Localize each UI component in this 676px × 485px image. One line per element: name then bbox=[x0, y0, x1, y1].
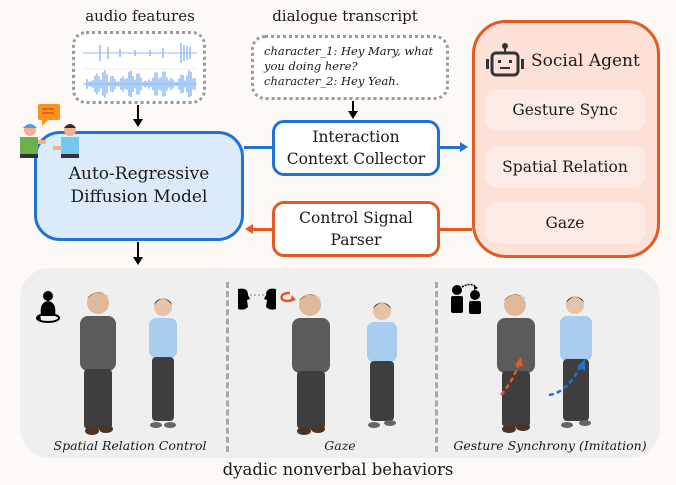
transcript-line: you doing here? bbox=[264, 59, 358, 73]
agent-item-gaze: Gaze bbox=[485, 202, 645, 244]
agent-item-spatial-relation: Spatial Relation bbox=[485, 146, 645, 188]
agent-item-gesture-sync: Gesture Sync bbox=[485, 89, 645, 131]
arrow-audio-to-model bbox=[137, 105, 139, 121]
social-agent-title: Social Agent bbox=[531, 51, 640, 71]
robot-icon bbox=[486, 43, 524, 77]
arrowhead bbox=[133, 257, 143, 265]
connector-agent-to-parser bbox=[440, 228, 472, 231]
arrow-model-to-behaviors bbox=[137, 242, 139, 258]
parser-line2: Parser bbox=[330, 231, 382, 249]
dialogue-transcript-label: dialogue transcript bbox=[272, 7, 418, 25]
social-agent-box: Social Agent Gesture Sync Spatial Relati… bbox=[472, 20, 660, 258]
imitation-icon bbox=[451, 283, 481, 314]
transcript-line: character_1: Hey Mary, what bbox=[264, 44, 434, 58]
transcript-box: character_1: Hey Mary, what you doing he… bbox=[251, 35, 449, 100]
connector-model-to-collector bbox=[244, 146, 272, 149]
parser-line1: Control Signal bbox=[299, 209, 413, 227]
model-line2: Diffusion Model bbox=[70, 187, 208, 207]
caption-gesture-synchrony: Gesture Synchrony (Imitation) bbox=[453, 438, 647, 453]
behaviors-footer: dyadic nonverbal behaviors bbox=[222, 460, 454, 479]
dyad-figures-gaze bbox=[292, 294, 397, 435]
face-to-face-gaze-icon bbox=[238, 288, 296, 310]
control-signal-parser-box: Control Signal Parser bbox=[272, 201, 440, 257]
panel-divider bbox=[226, 282, 229, 452]
arrow-transcript-to-collector bbox=[352, 101, 354, 113]
collector-line1: Interaction bbox=[312, 128, 400, 146]
collector-line2: Context Collector bbox=[286, 150, 426, 168]
person-rotate-icon bbox=[36, 291, 60, 323]
arrowhead bbox=[348, 111, 358, 119]
arrowhead bbox=[133, 119, 143, 127]
arrowhead bbox=[245, 224, 253, 234]
dyad-figures-spatial bbox=[80, 292, 177, 435]
waveform-icon bbox=[83, 43, 197, 98]
arrow-parser-to-model bbox=[252, 228, 272, 231]
arrow-collector-to-agent bbox=[440, 146, 462, 149]
audio-waveform-box bbox=[72, 31, 206, 104]
panel-divider bbox=[435, 282, 438, 452]
model-line1: Auto-Regressive bbox=[68, 164, 210, 184]
interaction-context-collector-box: Interaction Context Collector bbox=[272, 120, 440, 176]
behaviors-panel bbox=[20, 268, 660, 458]
two-people-conversation-icon bbox=[20, 104, 79, 158]
caption-gaze: Gaze bbox=[324, 438, 356, 453]
dyad-figures-gesture bbox=[497, 294, 592, 433]
transcript-line: character_2: Hey Yeah. bbox=[264, 74, 400, 88]
audio-features-label: audio features bbox=[85, 7, 195, 25]
caption-spatial-relation: Spatial Relation Control bbox=[53, 438, 207, 453]
arrowhead bbox=[460, 142, 468, 152]
